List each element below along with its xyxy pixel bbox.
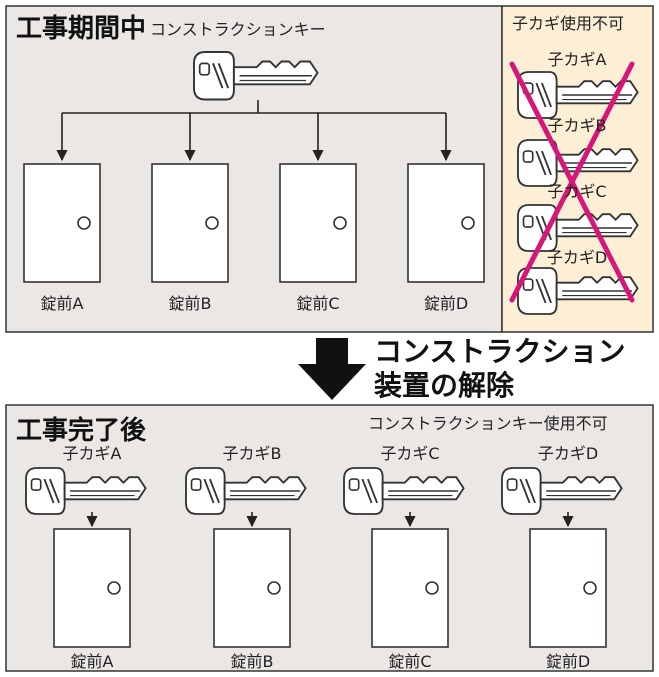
cross-icon — [509, 61, 635, 303]
lock-label-b-top: 錠前B — [168, 294, 212, 313]
lock-label-c-top: 錠前C — [296, 294, 340, 313]
lock-label-a-top: 錠前A — [40, 294, 84, 313]
lock-label-d-bottom: 錠前D — [545, 652, 591, 671]
key-to-lock-arrows — [86, 512, 574, 528]
door-knob-icon — [461, 216, 475, 230]
door-knob-icon — [425, 581, 439, 595]
child-key-label-d-top: 子カギD — [546, 248, 608, 267]
construction-key-label: コンストラクションキー — [150, 20, 326, 39]
door-knob-icon — [107, 581, 121, 595]
child-key-unusable-title: 子カギ使用不可 — [512, 14, 625, 33]
lock-label-c-bottom: 錠前C — [388, 652, 432, 671]
door-knob-icon — [205, 216, 219, 230]
construction-period-title: 工事期間中 — [16, 14, 147, 44]
child-key-label-b-bottom: 子カギB — [222, 444, 282, 463]
child-key-label-c-top: 子カギC — [547, 182, 607, 201]
child-key-label-a-bottom: 子カギA — [62, 444, 122, 463]
child-key-label-a-top: 子カギA — [547, 50, 607, 69]
door-knob-icon — [583, 581, 597, 595]
transition-line-1: コンストラクション — [374, 335, 626, 368]
distribution-tree — [56, 100, 452, 162]
lock-label-b-bottom: 錠前B — [230, 652, 274, 671]
lock-label-d-top: 錠前D — [423, 294, 469, 313]
door-a-top — [23, 163, 101, 283]
construction-key-unusable-note: コンストラクションキー使用不可 — [368, 414, 608, 433]
down-arrow-icon — [298, 338, 366, 400]
after-completion-title: 工事完了後 — [16, 416, 147, 446]
child-key-label-b-top: 子カギB — [547, 116, 607, 135]
door-knob-icon — [267, 581, 281, 595]
door-knob-icon — [77, 216, 91, 230]
child-key-label-d-bottom: 子カギD — [537, 444, 599, 463]
transition-line-2: 装置の解除 — [374, 369, 515, 402]
child-key-label-c-bottom: 子カギC — [380, 444, 440, 463]
lock-label-a-bottom: 錠前A — [70, 652, 114, 671]
door-knob-icon — [333, 216, 347, 230]
